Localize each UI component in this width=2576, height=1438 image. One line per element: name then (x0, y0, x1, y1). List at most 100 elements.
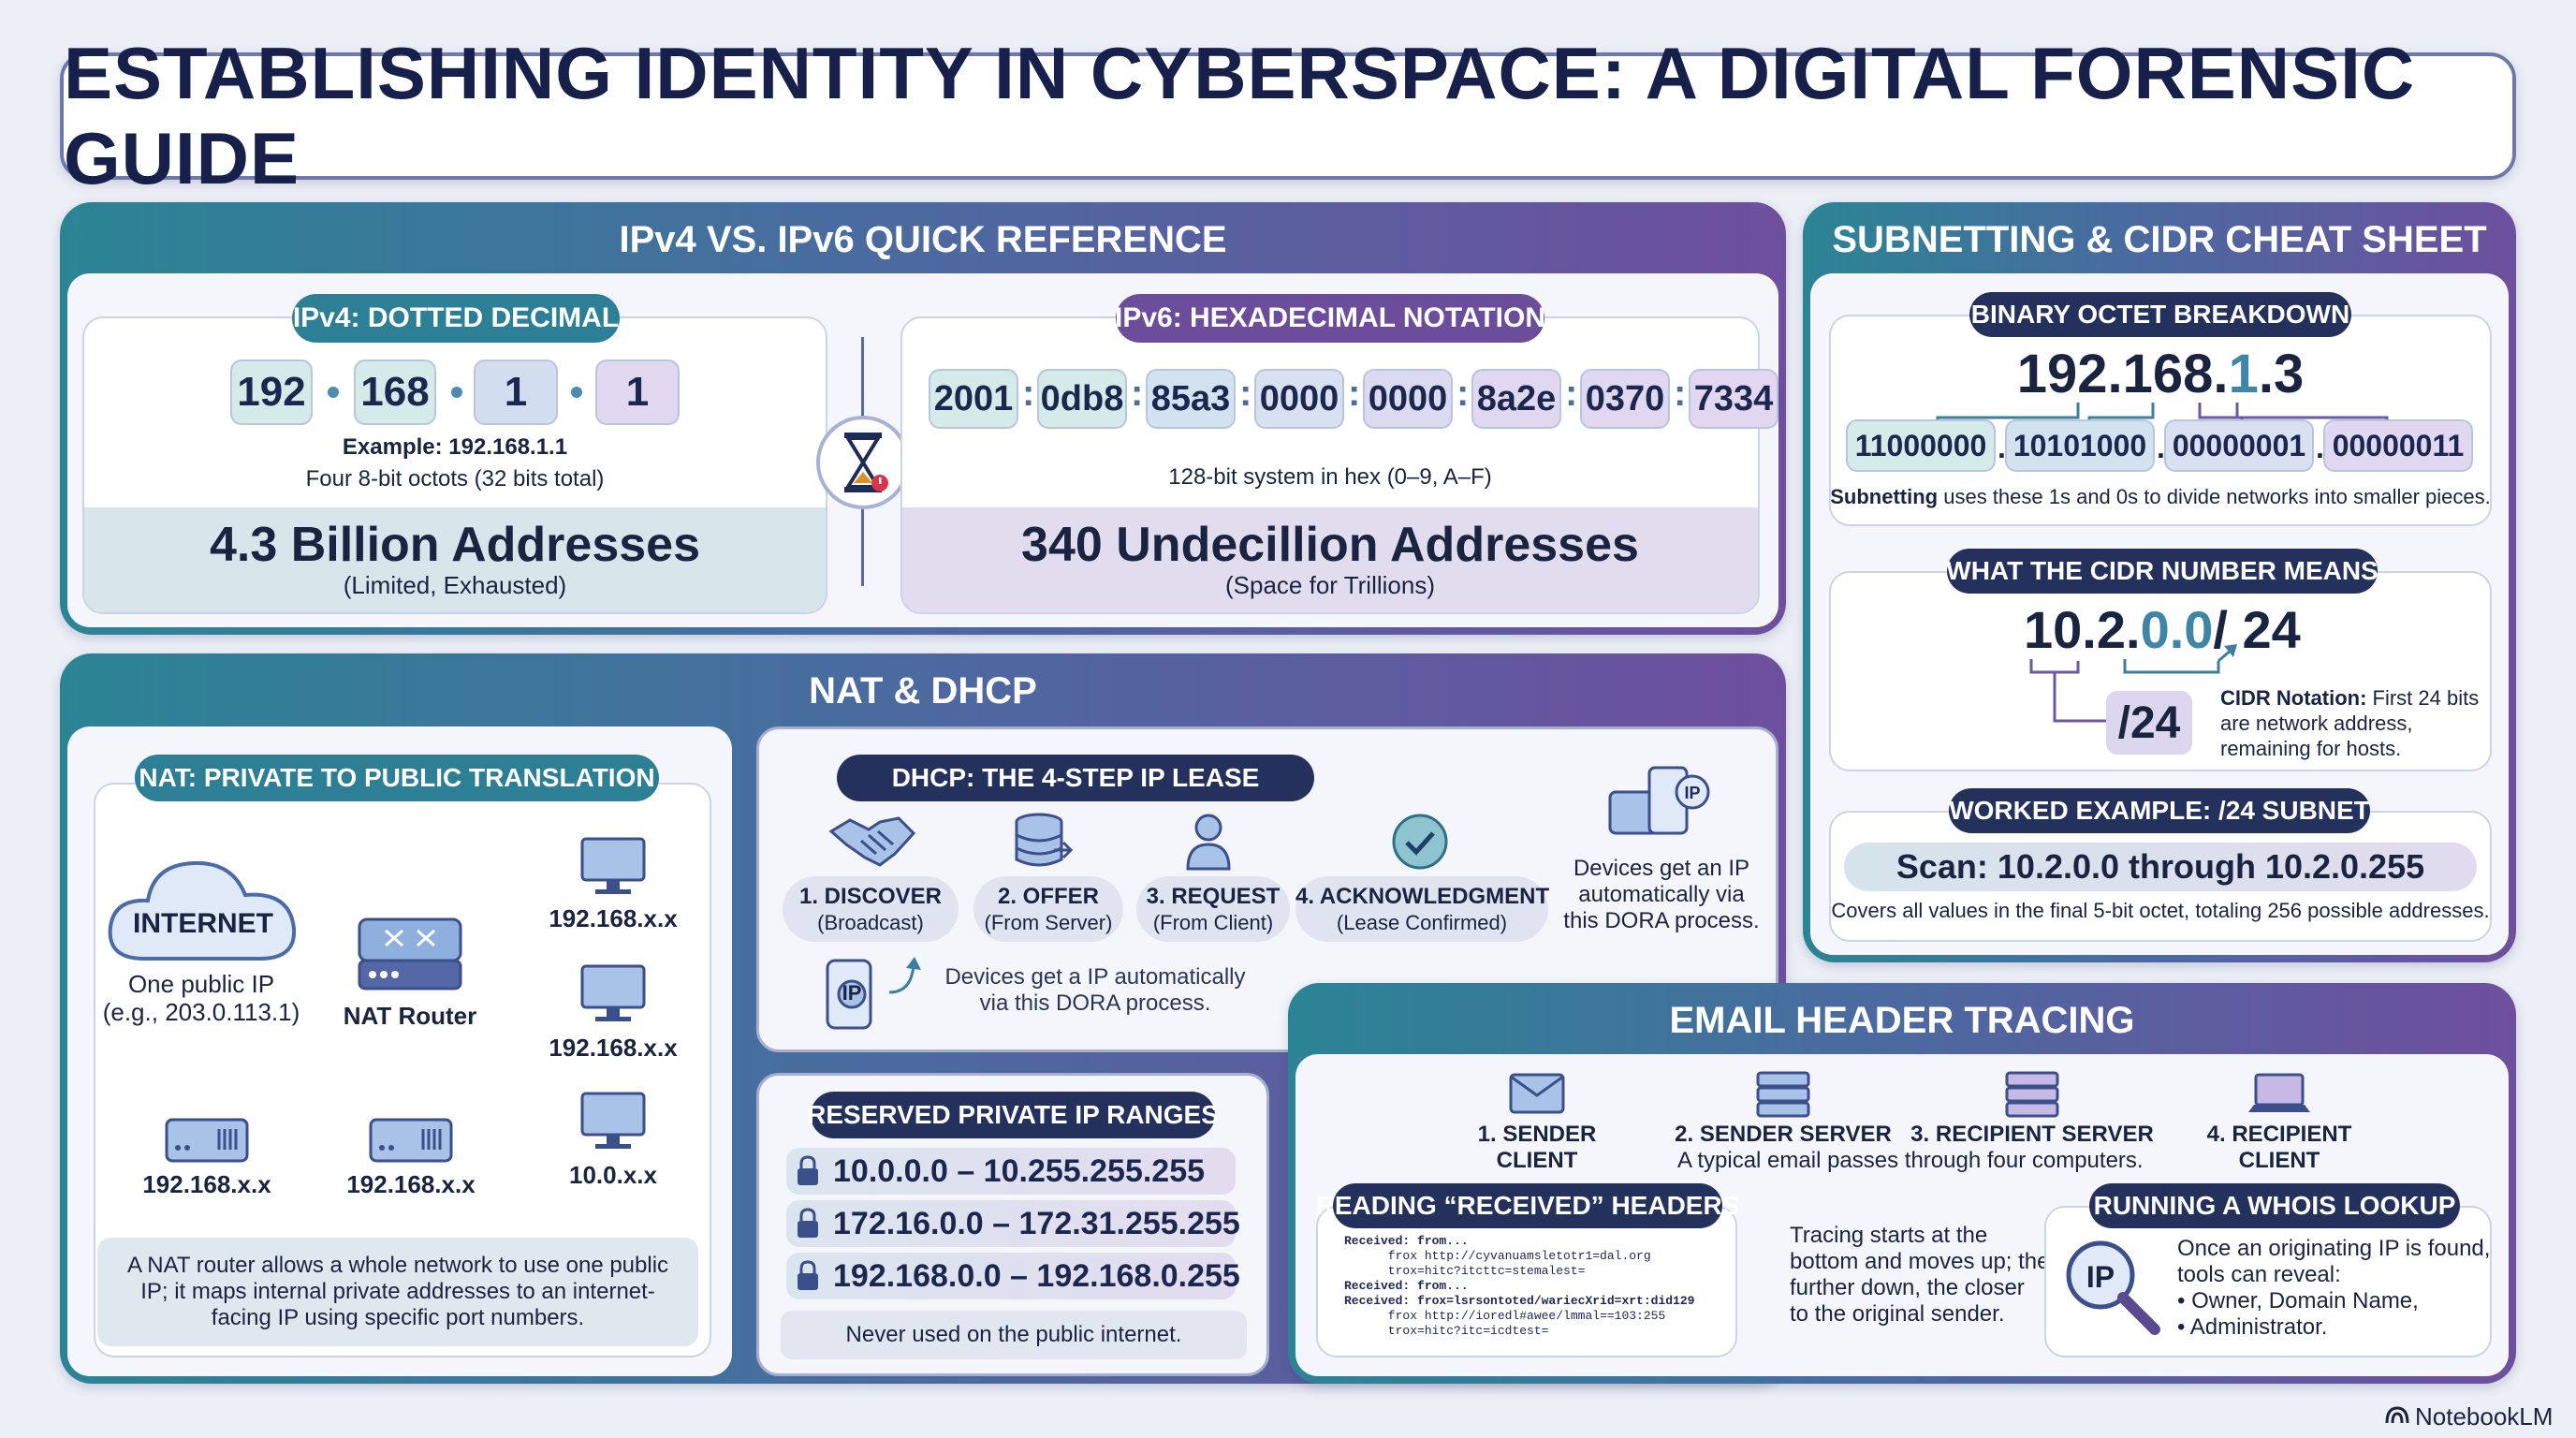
svg-text:IP: IP (1684, 784, 1700, 802)
email-node-line-1: 1. SENDER (1477, 1122, 1597, 1147)
whois-ip-label: IP (2086, 1260, 2115, 1294)
device-ip-5: 10.0.x.x (569, 1161, 657, 1189)
brand-label: NotebookLM (2415, 1402, 2554, 1431)
device-ip-4: 192.168.x.x (346, 1170, 476, 1198)
server-icon (2005, 1071, 2059, 1118)
binary-note-rest: uses these 1s and 0s to divide networks … (1938, 485, 2491, 508)
whois-4: • Administrator. (2177, 1314, 2328, 1340)
phone-ip-icon: IP (1608, 766, 1710, 835)
reserved-range: 172.16.0.0 – 172.31.255.255 (786, 1200, 1240, 1247)
ipv6-group: 0db8 (1037, 369, 1127, 429)
email-node-line-2: CLIENT (2238, 1148, 2320, 1173)
nat-dhcp-title: NAT & DHCP (809, 670, 1037, 712)
ipv6-colon: : (1239, 373, 1252, 414)
server-box-icon (165, 1118, 249, 1163)
dhcp-side-2: automatically via (1578, 882, 1745, 907)
whois-3: • Owner, Domain Name, (2177, 1288, 2419, 1313)
ipv6-colon: : (1456, 373, 1470, 414)
monitor-icon (580, 964, 646, 1021)
ipv6-group: 85a3 (1146, 369, 1236, 429)
binary-dot: . (1998, 431, 2006, 464)
dhcp-step: 1. DISCOVER(Broadcast) (783, 876, 959, 942)
email-node-line-1: 4. RECIPIENT (2206, 1122, 2352, 1147)
ipv6-group: 2001 (929, 369, 1018, 429)
ipv6-description: 128-bit system in hex (0–9, A–F) (1168, 464, 1492, 490)
header-line: Received: from... (1344, 1234, 1469, 1248)
dhcp-step: 2. OFFER(From Server) (973, 876, 1123, 942)
dhcp-step-name: 2. OFFER (997, 884, 1099, 909)
internet-label: INTERNET (133, 908, 273, 939)
dhcp-bottom-note: Devices get a IP automatically via this … (927, 964, 1264, 1017)
ipv4-label: IPv4: DOTTED DECIMAL (292, 294, 620, 343)
nat-desc-3: facing IP using specific port numbers. (211, 1305, 585, 1330)
ipv4-count: 4.3 Billion Addresses (209, 518, 701, 572)
binary-dot: . (2316, 431, 2324, 464)
email-node: 3. RECIPIENT SERVER (1892, 1122, 2173, 1148)
reserved-label: RESERVED PRIVATE IP RANGES (807, 1092, 1219, 1138)
cidr-ip-host: 0.0 (2140, 600, 2214, 659)
envelope-icon (1509, 1073, 1565, 1114)
trace-note: Tracing starts at the bottom and moves u… (1790, 1223, 2050, 1328)
router-label: NAT Router (343, 1002, 477, 1030)
nat-label: NAT: PRIVATE TO PUBLIC TRANSLATION (135, 755, 659, 801)
header-line: Received: frox=lsrsontoted/wariecXrid=xr… (1344, 1294, 1695, 1308)
lock-icon (798, 1260, 818, 1290)
email-node-line-1: 2. SENDER SERVER (1675, 1122, 1892, 1147)
reserved-range-text: 192.168.0.0 – 192.168.0.255 (833, 1257, 1240, 1294)
notebooklm-logo-icon (2385, 1406, 2409, 1424)
ipv4-count-band (84, 507, 826, 612)
ipv6-colon: : (1674, 373, 1687, 414)
lock-icon (798, 1208, 818, 1238)
lock-icon (798, 1155, 818, 1185)
email-node-line-1: 3. RECIPIENT SERVER (1910, 1122, 2154, 1147)
arrow-up-right-icon (888, 957, 921, 994)
header-line: trox=hitc?itc=icdtest= (1344, 1324, 1549, 1338)
headers-label: READING “RECEIVED” HEADERS (1316, 1183, 1739, 1228)
laptop-icon (2248, 1073, 2310, 1112)
ipv6-group: 8a2e (1471, 369, 1561, 429)
whois-1: Once an originating IP is found, (2177, 1236, 2491, 1261)
binary-dot: . (2157, 431, 2165, 464)
cidr-badge: /24 (2106, 691, 2192, 755)
dhcp-side-3: this DORA process. (1563, 908, 1760, 933)
cidr-ip-prefix: 10.2. (2024, 600, 2141, 659)
ipv4-octet-3: 1 (474, 360, 558, 425)
header-line: Received: from... (1344, 1279, 1469, 1293)
cidr-ip: 10.2.0.0/ 24 (2024, 599, 2301, 660)
device-ip-3: 192.168.x.x (142, 1170, 271, 1198)
device-ip-2: 192.168.x.x (549, 1034, 678, 1062)
reserved-range: 10.0.0.0 – 10.255.255.255 (786, 1148, 1236, 1195)
nat-desc-2: IP; it maps internal private addresses t… (140, 1279, 655, 1304)
hourglass-icon (844, 433, 888, 492)
worked-scan: Scan: 10.2.0.0 through 10.2.0.255 (1844, 843, 2477, 891)
dhcp-label: DHCP: THE 4-STEP IP LEASE (837, 755, 1314, 801)
worked-note: Covers all values in the final 5-bit oct… (1831, 899, 2490, 922)
email-node-line-2: CLIENT (1496, 1148, 1578, 1173)
ipv6-colon: : (1348, 373, 1361, 414)
header-line: trox=hitc?itcttc=stemalest= (1344, 1264, 1586, 1278)
ipv4-dot (328, 387, 339, 398)
nat-description: A NAT router allows a whole network to u… (97, 1238, 698, 1346)
trace-1: Tracing starts at the (1790, 1223, 1988, 1248)
binary-note-bold: Subnetting (1830, 485, 1939, 508)
cidr-note-3: remaining for hosts. (2220, 737, 2402, 760)
ipv6-count: 340 Undecillion Addresses (1021, 518, 1639, 572)
cidr-note-1: First 24 bits (2366, 686, 2480, 710)
cidr-label: WHAT THE CIDR NUMBER MEANS (1946, 549, 2378, 594)
trace-3: further down, the closer (1790, 1275, 2025, 1300)
dhcp-step-name: 1. DISCOVER (798, 884, 943, 909)
trace-4: to the original sender. (1790, 1301, 2005, 1327)
ipv6-group: 0000 (1363, 369, 1453, 429)
binary-octet: 11000000 (1846, 419, 1996, 472)
binary-ip-prefix: 192.168. (2016, 344, 2229, 404)
cidr-note-2: are network address, (2220, 712, 2413, 735)
whois-2: tools can reveal: (2177, 1262, 2341, 1287)
binary-octet: 00000011 (2323, 419, 2473, 472)
monitor-icon (580, 837, 646, 894)
dhcp-bottom-2: via this DORA process. (979, 990, 1211, 1016)
server-box-icon (369, 1118, 453, 1163)
header-lines: Received: from... frox http://cyvanuamsl… (1344, 1234, 1694, 1339)
cidr-note-bold: CIDR Notation: (2220, 686, 2367, 710)
ipv4-dot (451, 387, 462, 398)
